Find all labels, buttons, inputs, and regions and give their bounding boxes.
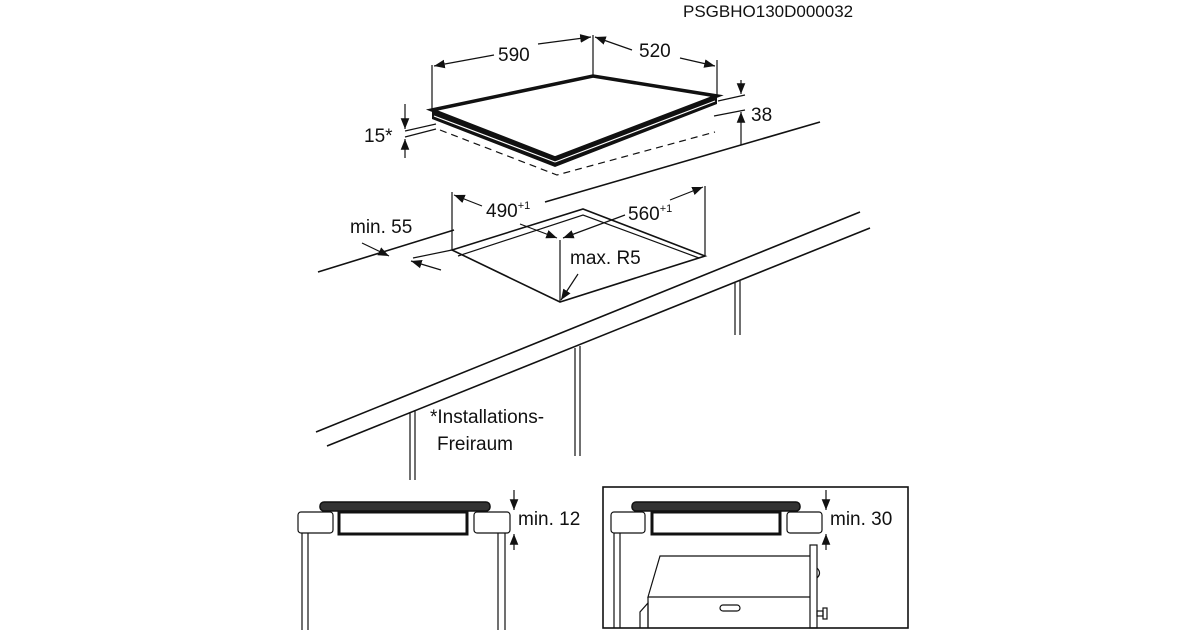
hob-depth-label: 520 <box>639 41 671 62</box>
hob-width-label: 590 <box>498 45 530 66</box>
min-30-label: min. 30 <box>830 509 892 530</box>
corner-radius-label: max. R5 <box>570 248 641 269</box>
cutout-depth-label: 560+1 <box>628 203 672 225</box>
cutout-width-label: 490+1 <box>486 200 530 222</box>
clearance-label: 15* <box>364 126 393 147</box>
min-edge-distance-label: min. 55 <box>350 217 412 238</box>
note-line1: *Installations- <box>430 407 544 428</box>
worktop-cutout: 490+1 560+1 min. 55 max. R5 *Installatio… <box>315 121 871 480</box>
hob-height-label: 38 <box>751 105 772 126</box>
note-line2: Freiraum <box>437 434 513 455</box>
section-view-min-30: min. 30 <box>602 486 909 629</box>
section-view-min-12: min. 12 <box>297 490 580 630</box>
min-12-label: min. 12 <box>518 509 580 530</box>
hob-isometric: 590 520 38 15* <box>364 34 772 176</box>
drawing-code: PSGBHO130D000032 <box>683 2 853 21</box>
